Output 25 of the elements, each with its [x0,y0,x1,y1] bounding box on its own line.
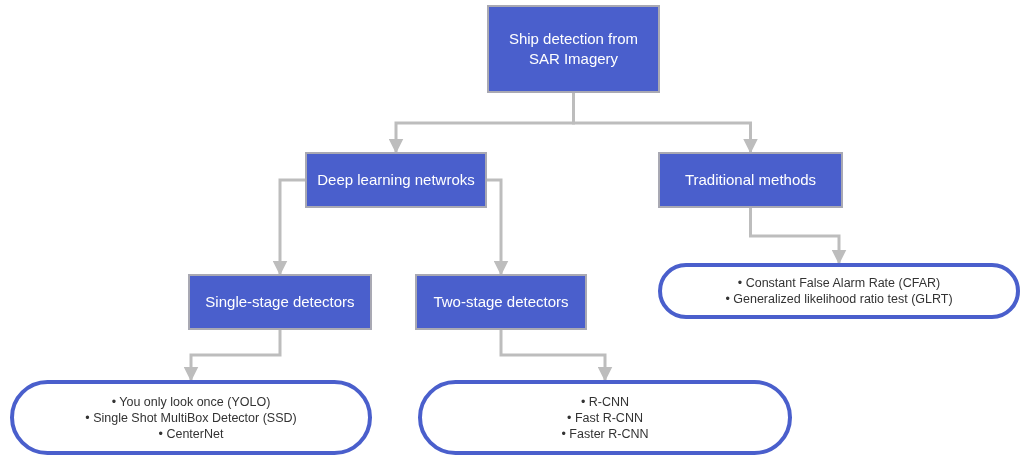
node-label: Deep learning netwroks [317,170,475,190]
process-box [658,152,843,208]
arrow [487,178,509,276]
process-box [415,274,587,330]
list-item: • Single Shot MultiBox Detector (SSD) [85,409,297,426]
list-pill [658,263,1020,319]
node-label: Traditional methods [684,170,817,190]
list-item: • Constant False Alarm Rate (CFAR) [737,275,941,291]
list-item: • R-CNN [580,393,630,410]
list-item: • You only look once (YOLO) [111,393,271,410]
arrow [749,208,847,265]
process-box [188,274,372,330]
arrow [499,330,613,382]
list-item: • Faster R-CNN [561,425,649,442]
list-item: • CenterNet [158,425,224,442]
arrow [272,178,305,276]
node-label: Single-stage detectors [205,292,355,312]
process-box [487,5,660,93]
list-item: • Fast R-CNN [567,409,643,426]
list-item: • Generalized likelihood ratio test (GLRT) [725,291,953,307]
process-box [305,152,487,208]
node-label: Two-stage detectors [433,292,569,312]
arrow [572,93,758,154]
node-label: Ship detection from SAR Imagery [507,29,640,69]
arrow [183,330,282,382]
